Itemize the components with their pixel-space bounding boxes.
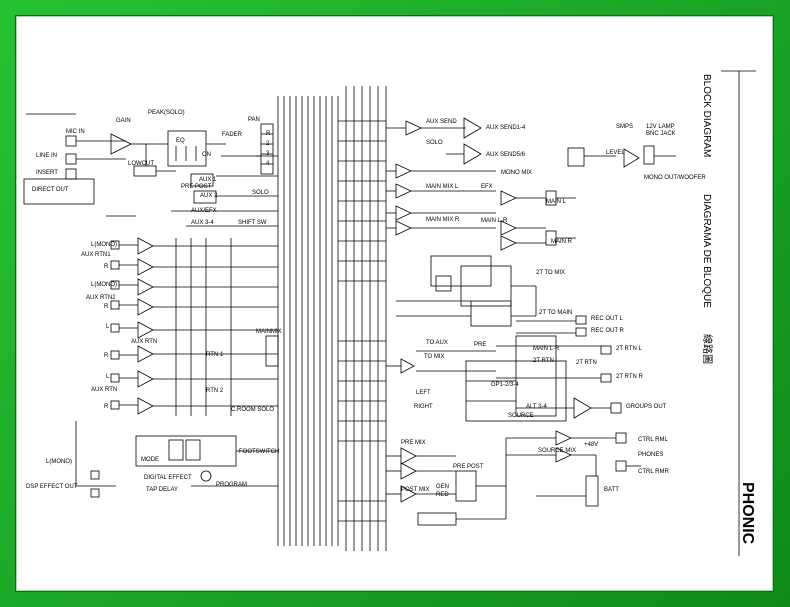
shift-sw-label: SHIFT SW [238, 220, 267, 226]
mainmix-label: MAINMIX [256, 329, 282, 335]
ctrl-rml-desc: +48V [584, 442, 598, 448]
aux-rtn-label-4: AUX RTN [91, 387, 117, 393]
pre-label: PRE [474, 342, 486, 348]
sel-2: 2 [266, 141, 270, 147]
pre-post-label-2: PRE POST [453, 464, 484, 470]
main-label: MAIN L-R [481, 218, 508, 224]
footsw-label: FOOTSWITCH [239, 449, 279, 455]
peak-solo-label: PEAK(SOLO) [148, 110, 185, 116]
digital-fx-label: DIGITAL EFFECT [144, 475, 192, 481]
to-aux-label: TO AUX [426, 340, 448, 346]
tr-rtn-b-label: 2T RTN [533, 358, 554, 364]
gp-label: GP1-2/3-4 [491, 382, 519, 388]
solo-label-2: SOLO [426, 140, 443, 146]
fader-label: FADER [222, 132, 243, 138]
l-mono-label-2: L(MONO) [91, 282, 117, 288]
rtn2-label: RTN 2 [206, 388, 224, 394]
pre-post-label: PRE POST [181, 184, 212, 190]
aux-send-1-4-label: AUX SEND1-4 [486, 125, 526, 131]
solo-label: SOLO [252, 190, 269, 196]
r-label-1: R [104, 264, 109, 270]
to-mix-label: TO MIX [424, 354, 445, 360]
title-spanish: DIAGRAMA DE BLOQUE [701, 194, 712, 308]
aux-send-label: AUX SEND [426, 119, 457, 125]
l-mono-label: L(MONO) [91, 242, 117, 248]
tap-delay-label: TAP DELAY [146, 487, 178, 493]
main-r-mix-label: MAIN MIX R [426, 217, 460, 223]
red-label: RED [436, 492, 449, 498]
title-cjk: 線路圖 [701, 334, 714, 364]
mic-in-label: MIC IN [66, 129, 85, 135]
aux1-label: AUX 1 [199, 177, 217, 183]
aux34-label: AUX 3-4 [191, 220, 214, 226]
pan-label: PAN [248, 117, 260, 123]
insert-label: INSERT [36, 170, 58, 176]
aux-efx-label: AUX/EFX [191, 208, 217, 214]
main-r-label: MAIN R [551, 239, 573, 245]
lowcut-label: LOWCUT [128, 161, 154, 167]
source-mix-label: SOURCE MIX [538, 448, 576, 454]
mono-mix-label: MONO MIX [501, 170, 532, 176]
main-l-mix-label: MAIN MIX L [426, 184, 459, 190]
sel-4: 4 [266, 161, 270, 167]
aux-rtn-label-3: AUX RTN [131, 339, 157, 345]
l-label-4: L [106, 374, 110, 380]
dsp-out-label: DSP EFFECT OUT [26, 484, 78, 490]
batt-label: BATT [604, 487, 619, 493]
level-label: LEVEL [606, 150, 625, 156]
aux-rtn2-label: AUX RTN2 [86, 295, 116, 301]
main-l-label: MAIN L [546, 199, 567, 205]
main-lr-label: MAIN L-R [533, 346, 560, 352]
mono-out-label: MONO OUT/WOOFER [644, 175, 706, 181]
aux-rtn-label: AUX RTN1 [81, 252, 111, 258]
block-diagram-page: MIC IN LINE IN INSERT DIRECT OUT GAIN LO… [15, 15, 774, 592]
bnc-label: BNC JACK [646, 131, 676, 137]
right-label: RIGHT [414, 404, 433, 410]
alt34-label: ALT 3-4 [526, 404, 547, 410]
r-label-4: R [104, 404, 109, 410]
program-label: PROGRAM [216, 482, 247, 488]
eq-label: EQ [176, 138, 185, 144]
left-label: LEFT [416, 390, 431, 396]
phones-label: PHONES [638, 452, 663, 458]
efx-label: EFX [481, 184, 493, 190]
aux2-label: AUX 2 [200, 193, 218, 199]
r-label-3: R [104, 353, 109, 359]
two-to-main-label: 2T TO MAIN [539, 310, 572, 316]
aux-send-5-6-label: AUX SEND5/6 [486, 152, 526, 158]
brand-logo: PHONIC [739, 482, 756, 545]
title-english: BLOCK DIAGRAM [701, 74, 712, 157]
rtn1-label: RTN 1 [206, 352, 224, 358]
line-in-label: LINE IN [36, 153, 57, 159]
tr-rtn-l-label: 2T RTN L [616, 346, 642, 352]
group-out-label: GROUPS OUT [626, 404, 667, 410]
sel-1: R [266, 131, 271, 137]
l-mono-label-5: L(MONO) [46, 459, 72, 465]
mode-label: MODE [141, 457, 159, 463]
ctrl-rml-label: CTRL RML [638, 437, 668, 443]
two-to-mix-label: 2T TO MIX [536, 270, 565, 276]
lamp-label: 12V LAMP [646, 124, 675, 130]
block-diagram-svg: MIC IN LINE IN INSERT DIRECT OUT GAIN LO… [23, 70, 756, 556]
gain-label: GAIN [116, 118, 131, 124]
tr-rtn-label: 2T RTN [576, 360, 597, 366]
gen-label: GEN [436, 484, 449, 490]
ctrl-rmr-label: CTRL RMR [638, 469, 669, 475]
rec-out-r-label: REC OUT R [591, 328, 625, 334]
smps-label: SMPS [616, 124, 633, 130]
direct-out-label: DIRECT OUT [32, 187, 69, 193]
pre-mix-label: PRE MIX [401, 440, 426, 446]
on-label: ON [202, 152, 211, 158]
source-label: SOURCE [508, 413, 534, 419]
tr-rtn-r-label: 2T RTN R [616, 374, 643, 380]
r-label-2: R [104, 304, 109, 310]
rec-out-l-label: REC OUT L [591, 316, 624, 322]
l-label-3: L [106, 324, 110, 330]
sel-3: 3 [266, 151, 270, 157]
c-room-label: C.ROOM SOLO [231, 407, 274, 413]
post-mix-label: POST MIX [401, 487, 430, 493]
